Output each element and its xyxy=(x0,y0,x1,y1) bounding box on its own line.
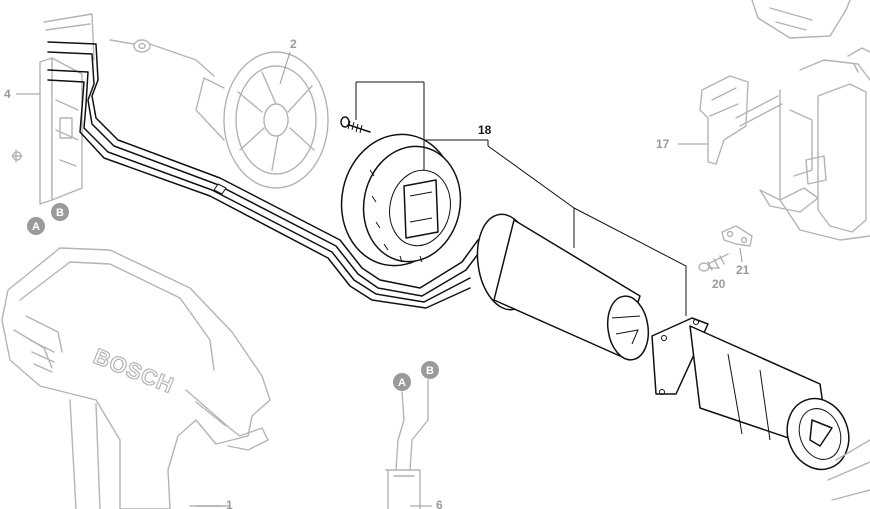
leader-lines xyxy=(16,51,743,507)
screw-20 xyxy=(698,253,729,272)
badge-left-b: B xyxy=(51,203,69,221)
nozzle-outline xyxy=(827,439,870,501)
badge-left-a: A xyxy=(27,217,45,235)
housing-left-half xyxy=(1,247,271,509)
switch-bracket-part xyxy=(11,13,95,205)
part-label-21: 21 xyxy=(736,263,750,277)
cable-part xyxy=(385,379,429,509)
svg-text:B: B xyxy=(426,365,434,377)
heater-tube xyxy=(476,213,650,361)
bracket-21 xyxy=(721,225,753,247)
heater-end-cap xyxy=(340,133,462,267)
badge-bottom-b: B xyxy=(421,361,439,379)
clip-part xyxy=(699,75,783,165)
part-label-4: 4 xyxy=(4,87,11,101)
heating-element xyxy=(651,317,850,471)
part-label-1: 1 xyxy=(226,498,233,509)
svg-text:A: A xyxy=(32,221,40,233)
part-label-6: 6 xyxy=(436,498,443,509)
housing-right-half xyxy=(751,0,870,241)
part-label-17: 17 xyxy=(656,137,670,151)
heater-screw xyxy=(340,116,371,134)
part-label-20: 20 xyxy=(712,277,726,291)
part-label-18: 18 xyxy=(478,123,492,137)
badge-bottom-a: A xyxy=(393,373,411,391)
part-label-2: 2 xyxy=(290,37,297,51)
svg-text:B: B xyxy=(56,207,64,219)
svg-text:A: A xyxy=(398,377,406,389)
wire-harness xyxy=(47,41,503,309)
fan-part xyxy=(109,39,329,189)
